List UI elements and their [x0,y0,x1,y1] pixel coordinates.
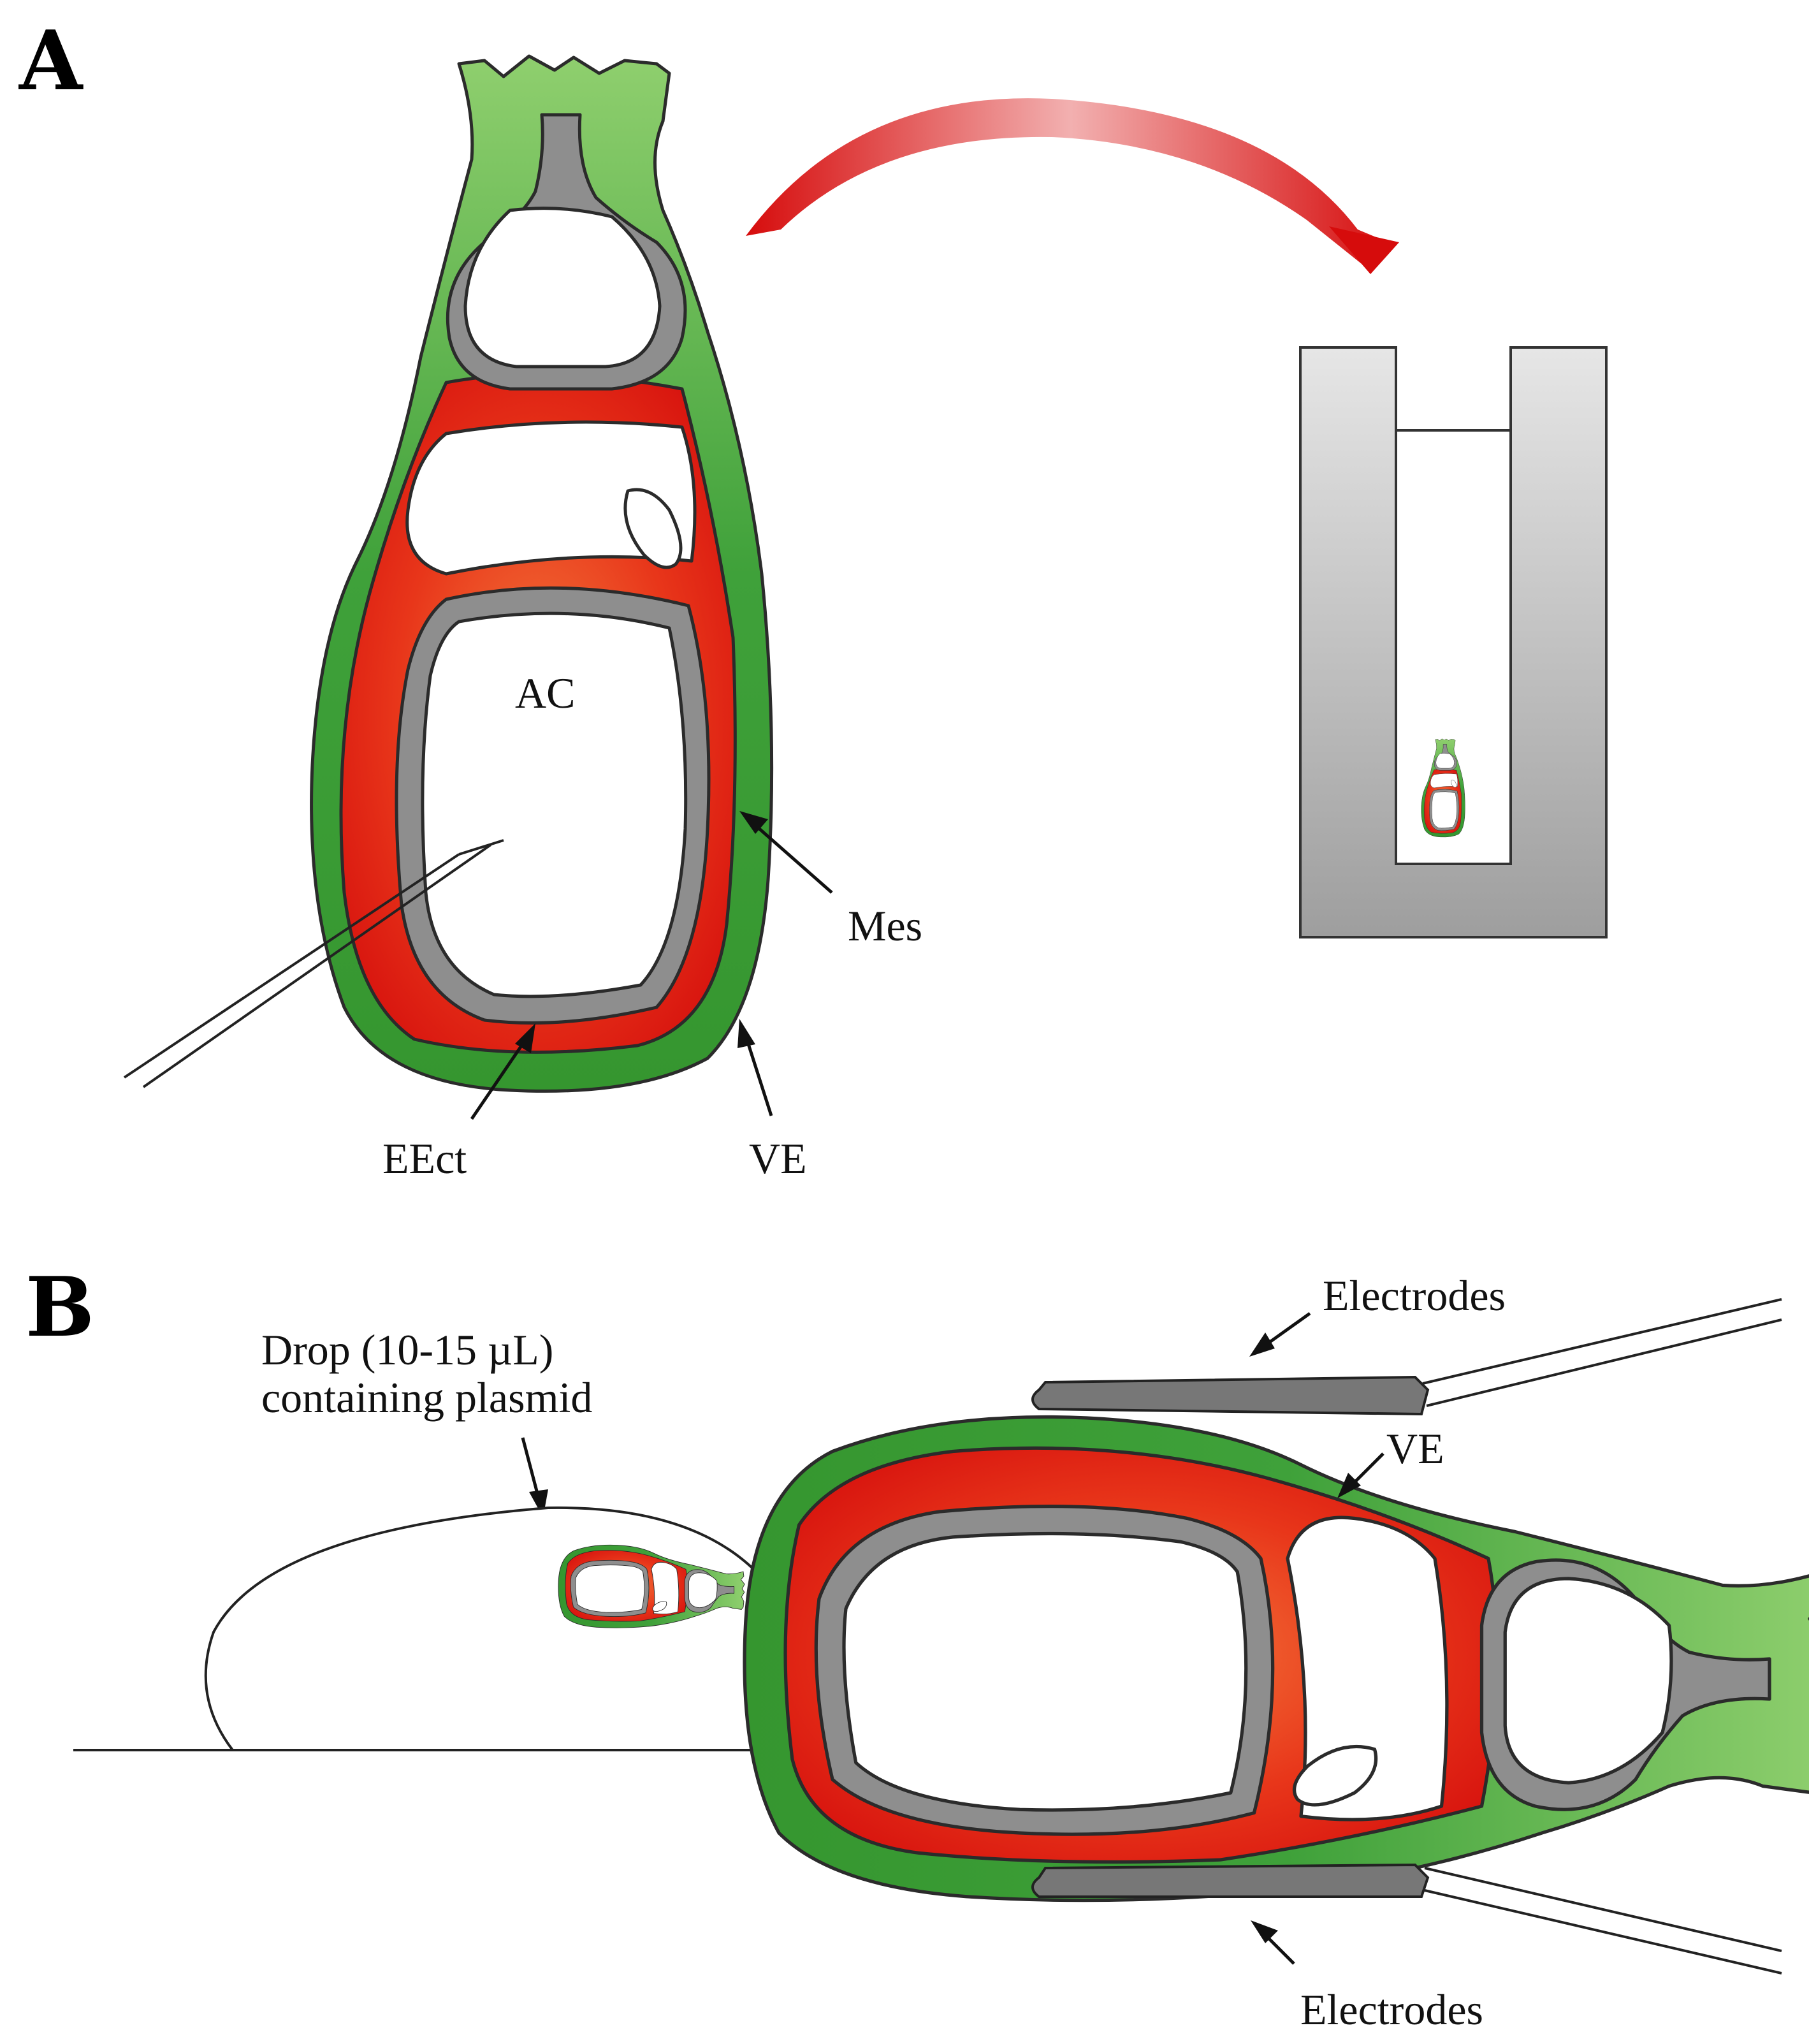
culture-tube [1299,346,1608,938]
pointer-mes [739,811,833,894]
label-electrodes-top: Electrodes [1323,1271,1506,1320]
needle-icon [123,839,504,1088]
label-electrodes-bottom: Electrodes [1300,1985,1483,2034]
electrode-bottom [1031,1863,1782,1975]
label-mes: Mes [848,902,922,950]
label-eect: EEct [382,1134,467,1183]
pointer-ve [737,1019,773,1116]
label-drop-line2: containing plasmid [261,1373,592,1422]
pointer-electrodes-top [1249,1311,1311,1357]
curved-arrow-icon [746,98,1399,274]
pointer-electrodes-bottom [1251,1920,1295,1965]
electrode-top [1031,1298,1782,1416]
label-ac: AC [515,669,575,717]
label-ve-b: VE [1386,1424,1444,1473]
panel-letter-a: A [18,13,84,109]
embryo-horizontal [745,1417,1809,1901]
label-drop-line1: Drop (10-15 µL) [261,1325,553,1374]
panel-letter-b: B [25,1260,94,1355]
pointer-eect [470,1023,535,1120]
pointer-drop [521,1437,548,1517]
label-ve: VE [749,1134,807,1183]
pointer-ve-b [1337,1452,1384,1498]
embryo-large [312,56,772,1091]
